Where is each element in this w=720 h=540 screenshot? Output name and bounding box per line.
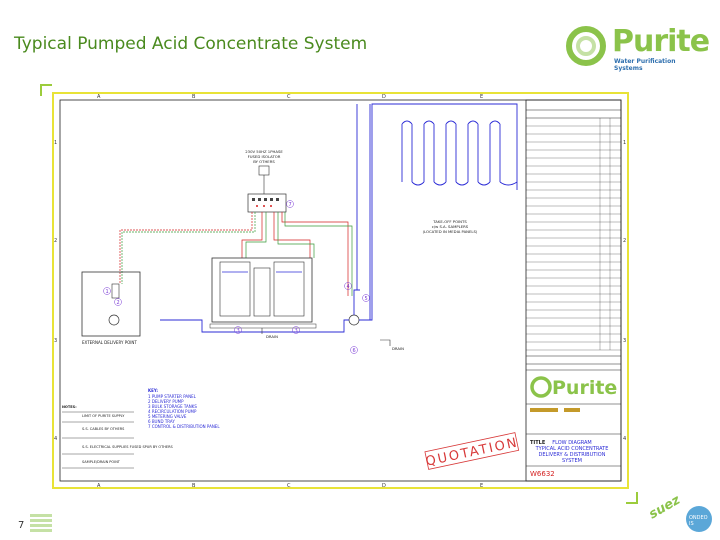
row-number: 1	[623, 140, 626, 146]
fused-isolator: 230V 50HZ 1PHASE FUSED ISOLATOR BY OTHER…	[245, 149, 283, 194]
svg-text:6 BUND TRAY: 6 BUND TRAY	[148, 419, 175, 424]
svg-text:230V 50HZ 1PHASE: 230V 50HZ 1PHASE	[245, 149, 283, 154]
bund-tray	[209, 323, 317, 329]
svg-text:3: 3	[237, 328, 240, 334]
frame-corner-bottom-right	[626, 492, 638, 504]
col-letter: D	[382, 94, 386, 100]
svg-text:2: 2	[117, 300, 120, 306]
title-block-logo-icon	[530, 376, 552, 398]
col-letter: B	[192, 94, 196, 100]
row-number: 3	[623, 338, 626, 344]
svg-text:S.S. ELECTRICAL SUPPLIES FUSED: S.S. ELECTRICAL SUPPLIES FUSED SPUR BY O…	[82, 445, 174, 449]
key-list: KEY: 1 PUMP STARTER PANEL 2 DELIVERY PUM…	[148, 388, 220, 429]
svg-text:2 DELIVERY PUMP: 2 DELIVERY PUMP	[148, 399, 184, 404]
svg-text:LIMIT OF PURITE SUPPLY: LIMIT OF PURITE SUPPLY	[82, 414, 125, 418]
svg-text:4 RECIRCULATION PUMP: 4 RECIRCULATION PUMP	[148, 409, 197, 414]
purite-logo: Purite Water Purification Systems	[564, 22, 710, 72]
purite-swirl-icon	[566, 26, 606, 66]
row-number: 3	[54, 338, 57, 344]
row-number: 2	[623, 238, 626, 244]
svg-text:6: 6	[353, 348, 356, 354]
external-delivery-point: EXTERNAL DELIVERY POINT	[81, 271, 141, 345]
svg-text:SAMPLE/DRAIN POINT: SAMPLE/DRAIN POINT	[82, 460, 121, 464]
col-letter: E	[480, 483, 483, 489]
notes-list: NOTES: LIMIT OF PURITE SUPPLY S.S. CABLE…	[62, 405, 174, 469]
svg-text:FUSED ISOLATOR: FUSED ISOLATOR	[248, 154, 281, 159]
col-letter: C	[287, 94, 291, 100]
svg-text:TAKE-OFF POINTS: TAKE-OFF POINTS	[432, 219, 467, 224]
svg-text:7 CONTROL & DISTRIBUTION PANE: 7 CONTROL & DISTRIBUTION PANEL	[148, 424, 220, 429]
svg-text:(LOCATED IN MEDIA PANELS): (LOCATED IN MEDIA PANELS)	[423, 229, 478, 234]
pump-starter-panel	[111, 283, 120, 299]
row-number: 2	[54, 238, 57, 244]
col-letter: D	[382, 483, 386, 489]
svg-text:3 BULK STORAGE TANKS: 3 BULK STORAGE TANKS	[148, 404, 197, 409]
title-line: DELIVERY & DISTRIBUTION	[539, 452, 606, 458]
col-letter: C	[287, 483, 291, 489]
row-number: 4	[623, 436, 626, 442]
svg-text:4: 4	[347, 284, 350, 290]
row-number: 4	[54, 436, 57, 442]
title-line: FLOW DIAGRAM	[552, 440, 592, 446]
ondeo-badge: ONDEO IS	[686, 506, 712, 532]
control-distribution-panel	[247, 193, 287, 213]
bulk-storage-tanks	[209, 257, 317, 329]
drawing-border	[52, 92, 629, 489]
svg-text:3: 3	[295, 328, 298, 334]
svg-text:7: 7	[289, 202, 292, 208]
control-cables	[119, 212, 353, 296]
drain-lines: DRAIN DRAIN	[261, 328, 404, 351]
flow-diagram-drawing: A B C D E A B C D E 1 2 3 4 1 2 3 4	[52, 92, 629, 489]
brand-name: Purite	[612, 24, 710, 59]
svg-text:DRAIN: DRAIN	[266, 334, 278, 339]
col-letter: A	[97, 94, 101, 100]
col-letter: A	[97, 483, 101, 489]
page-number-stripes-icon	[30, 514, 52, 532]
drawing-number: W6632	[530, 470, 555, 478]
title-block-title-label: TITLE	[530, 440, 546, 446]
title-block: Purite TITLE FLOW DIAGRAM TYPICAL ACID C…	[525, 99, 622, 482]
svg-text:NOTES:: NOTES:	[62, 405, 77, 409]
col-letter: B	[192, 483, 196, 489]
svg-text:BY OTHERS: BY OTHERS	[253, 159, 275, 164]
external-delivery-label: EXTERNAL DELIVERY POINT	[82, 340, 137, 345]
col-letter: E	[480, 94, 483, 100]
delivery-pump-icon	[108, 314, 120, 326]
take-off-points-label: TAKE-OFF POINTS c/w S.A. SAMPLERS (LOCAT…	[423, 219, 478, 234]
brand-tagline: Water Purification Systems	[614, 58, 676, 72]
callouts: 1 2 3 3 4 5 6 7	[103, 200, 370, 354]
slide-title: Typical Pumped Acid Concentrate System	[14, 34, 368, 54]
svg-text:DRAIN: DRAIN	[392, 346, 404, 351]
svg-text:KEY:: KEY:	[148, 388, 158, 393]
title-block-logo: Purite	[552, 377, 617, 399]
svg-text:1: 1	[106, 289, 109, 295]
svg-text:5 METERING VALVE: 5 METERING VALVE	[148, 414, 187, 419]
suez-wordmark: suez	[646, 492, 683, 523]
svg-text:S.S. CABLES BY OTHERS: S.S. CABLES BY OTHERS	[82, 427, 125, 431]
svg-text:1 PUMP STARTER PANEL: 1 PUMP STARTER PANEL	[148, 394, 197, 399]
svg-text:c/w S.A. SAMPLERS: c/w S.A. SAMPLERS	[432, 224, 469, 229]
frame-corner-top-left	[40, 84, 52, 96]
svg-text:5: 5	[365, 296, 368, 302]
suez-logo: suez ONDEO IS	[634, 492, 714, 538]
page-number: 7	[18, 520, 25, 531]
title-line: SYSTEM	[562, 458, 582, 464]
distribution-pipework	[160, 103, 518, 333]
row-number: 1	[54, 140, 57, 146]
title-line: TYPICAL ACID CONCENTRATE	[535, 446, 609, 452]
